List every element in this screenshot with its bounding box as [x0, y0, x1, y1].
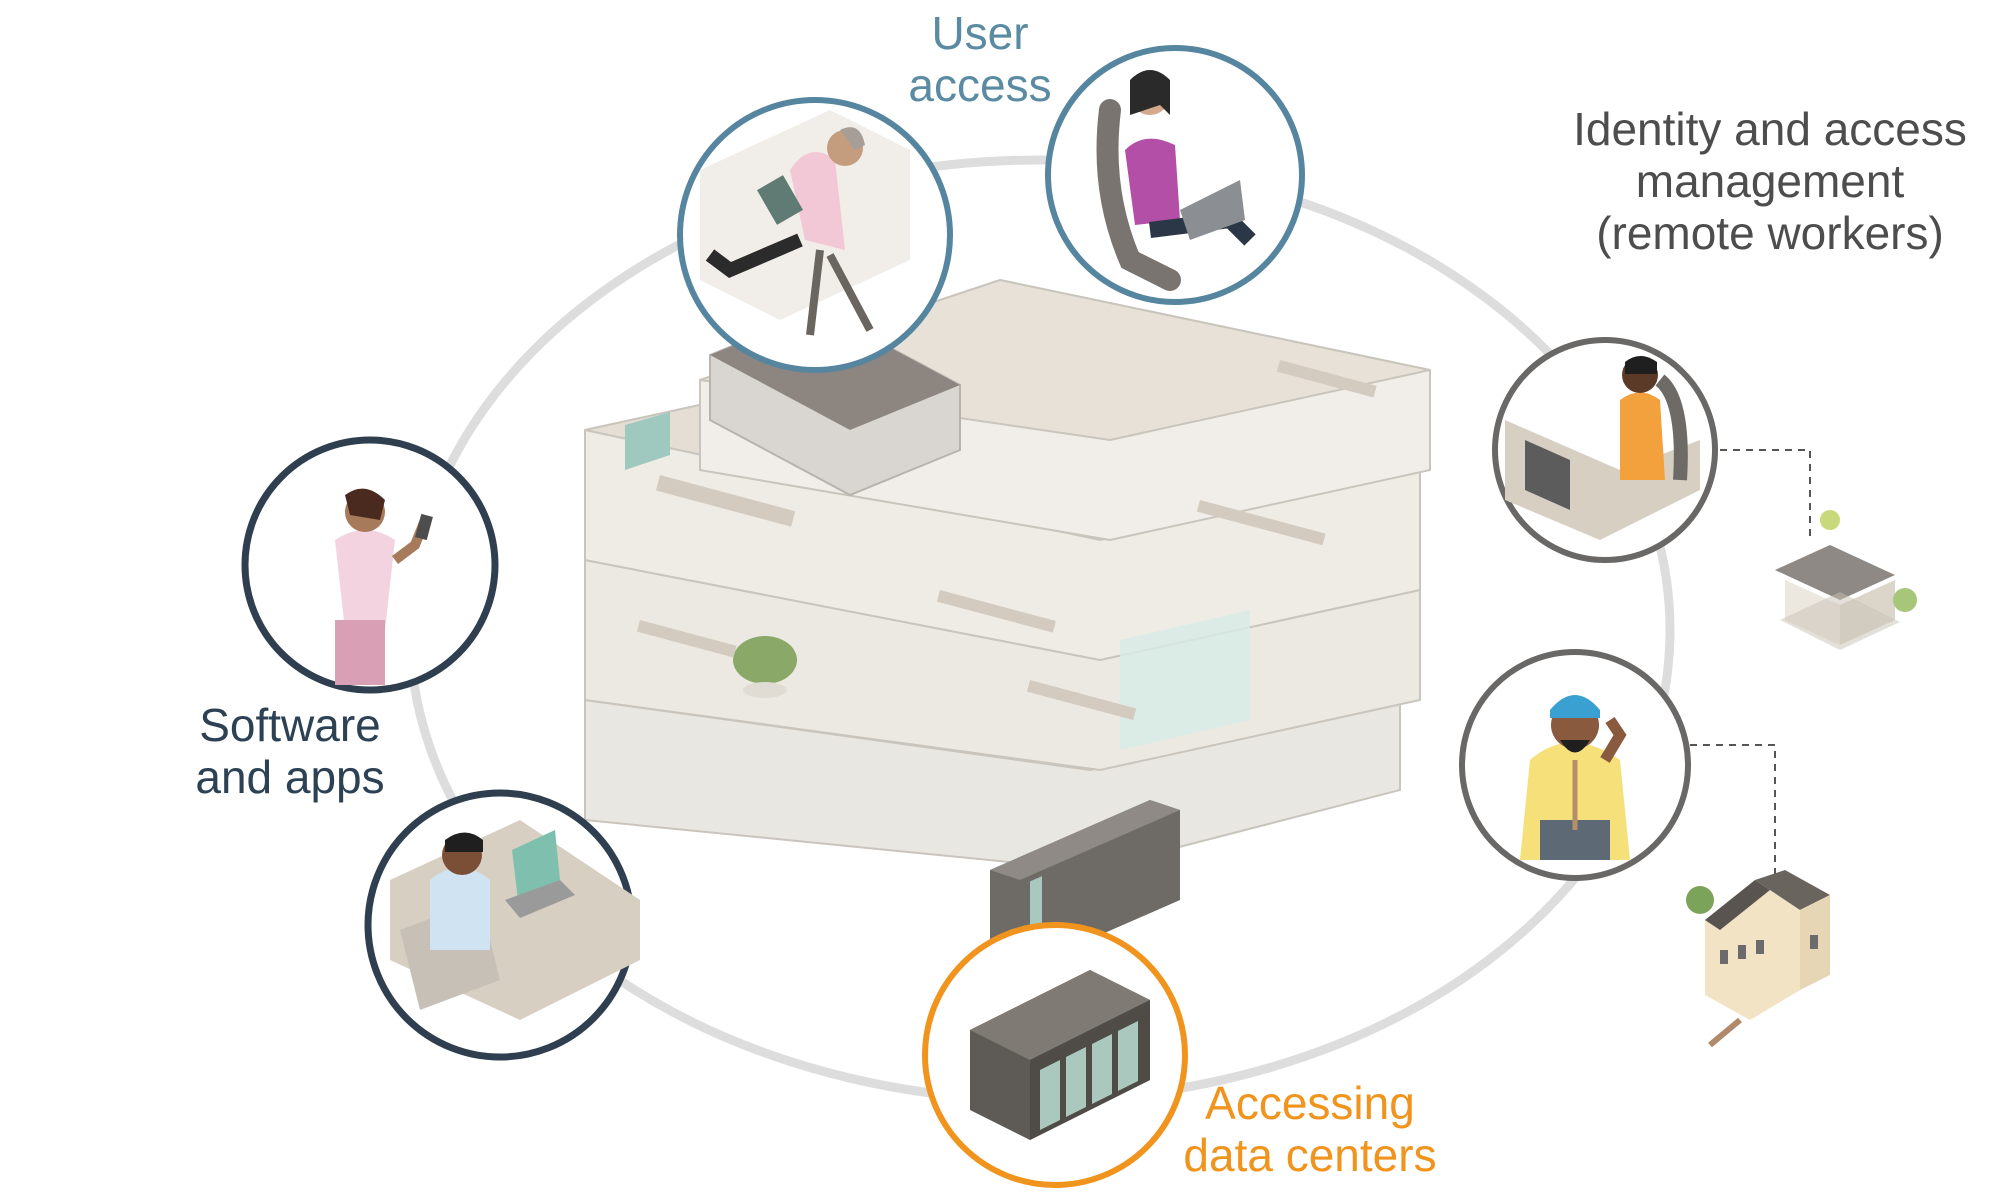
woman-with-tablet-icon	[700, 110, 910, 336]
man-at-laptop-circle	[364, 789, 640, 1061]
identity-access-label-line-3: (remote workers)	[1596, 206, 1944, 259]
server-rack-icon	[970, 970, 1150, 1140]
man-on-phone-circle	[1459, 649, 1691, 881]
connector-house-1	[1720, 449, 1811, 540]
data-centers-label-line-2: data centers	[1183, 1128, 1437, 1181]
man-at-desktop-icon	[1505, 356, 1700, 540]
man-at-laptop-icon	[390, 820, 640, 1020]
man-on-phone-icon	[1520, 695, 1630, 860]
data-centers-label: Accessing data centers	[1160, 1077, 1460, 1182]
software-apps-label-line-2: and apps	[195, 750, 385, 803]
user-access-label: User access	[880, 7, 1080, 112]
office-building-icon	[584, 278, 1431, 970]
software-apps-label-line-1: Software	[199, 699, 381, 751]
server-rack-circle	[922, 922, 1188, 1188]
man-at-desktop-circle	[1492, 337, 1718, 563]
data-centers-label-line-1: Accessing	[1205, 1077, 1415, 1129]
user-access-label-line-1: User	[931, 7, 1029, 59]
identity-access-label-line-2: management	[1635, 154, 1905, 207]
identity-access-label-line-1: Identity and access	[1573, 103, 1967, 155]
woman-with-laptop-icon	[1096, 70, 1256, 291]
user-access-label-line-2: access	[908, 58, 1052, 111]
woman-with-laptop-circle	[1045, 45, 1305, 305]
victorian-house-icon	[1686, 870, 1830, 1048]
connector-house-2	[1690, 744, 1776, 900]
software-apps-label: Software and apps	[170, 699, 410, 804]
woman-with-tablet-circle	[677, 97, 953, 373]
identity-access-label: Identity and access management (remote w…	[1560, 103, 1980, 260]
house-icon	[1775, 510, 1917, 650]
woman-with-phone-icon	[335, 488, 433, 685]
woman-with-phone-circle	[241, 436, 499, 694]
